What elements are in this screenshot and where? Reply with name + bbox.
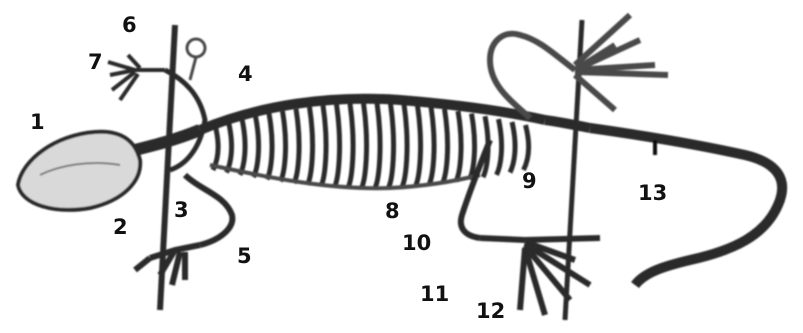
rib bbox=[497, 119, 502, 175]
rib bbox=[443, 109, 448, 183]
rib bbox=[227, 122, 232, 172]
label-4: 4 bbox=[238, 64, 253, 85]
label-10: 10 bbox=[402, 233, 431, 254]
label-1: 1 bbox=[30, 112, 45, 133]
rib bbox=[213, 125, 218, 170]
label-8: 8 bbox=[385, 201, 400, 222]
lower-hind-limb bbox=[461, 140, 600, 315]
rib bbox=[321, 105, 326, 186]
rib bbox=[429, 107, 434, 185]
rib bbox=[348, 103, 353, 187]
rib bbox=[375, 103, 380, 188]
rib bbox=[308, 107, 313, 185]
label-9: 9 bbox=[522, 171, 537, 192]
rib bbox=[240, 119, 245, 175]
rib bbox=[294, 109, 299, 183]
label-12: 12 bbox=[476, 301, 505, 322]
rib bbox=[456, 111, 461, 181]
label-2: 2 bbox=[113, 217, 128, 238]
label-5: 5 bbox=[237, 246, 252, 267]
label-11: 11 bbox=[420, 284, 449, 305]
rib bbox=[267, 114, 272, 180]
label-13: 13 bbox=[638, 183, 667, 204]
rib bbox=[416, 105, 421, 186]
label-7: 7 bbox=[88, 52, 103, 73]
rib bbox=[281, 111, 286, 181]
rib bbox=[389, 103, 394, 187]
rib bbox=[362, 103, 367, 188]
front-lower-limb bbox=[135, 175, 232, 285]
upper-front-hand bbox=[108, 55, 165, 100]
rib bbox=[524, 125, 529, 170]
label-3: 3 bbox=[174, 200, 189, 221]
rib bbox=[402, 104, 407, 187]
spine bbox=[200, 99, 545, 130]
rib bbox=[510, 122, 515, 172]
rib bbox=[335, 104, 340, 187]
rib bbox=[254, 116, 259, 177]
label-6: 6 bbox=[122, 15, 137, 36]
tail bbox=[590, 128, 782, 285]
pelvis bbox=[545, 120, 590, 128]
rib bbox=[470, 114, 475, 180]
skull bbox=[18, 132, 140, 210]
